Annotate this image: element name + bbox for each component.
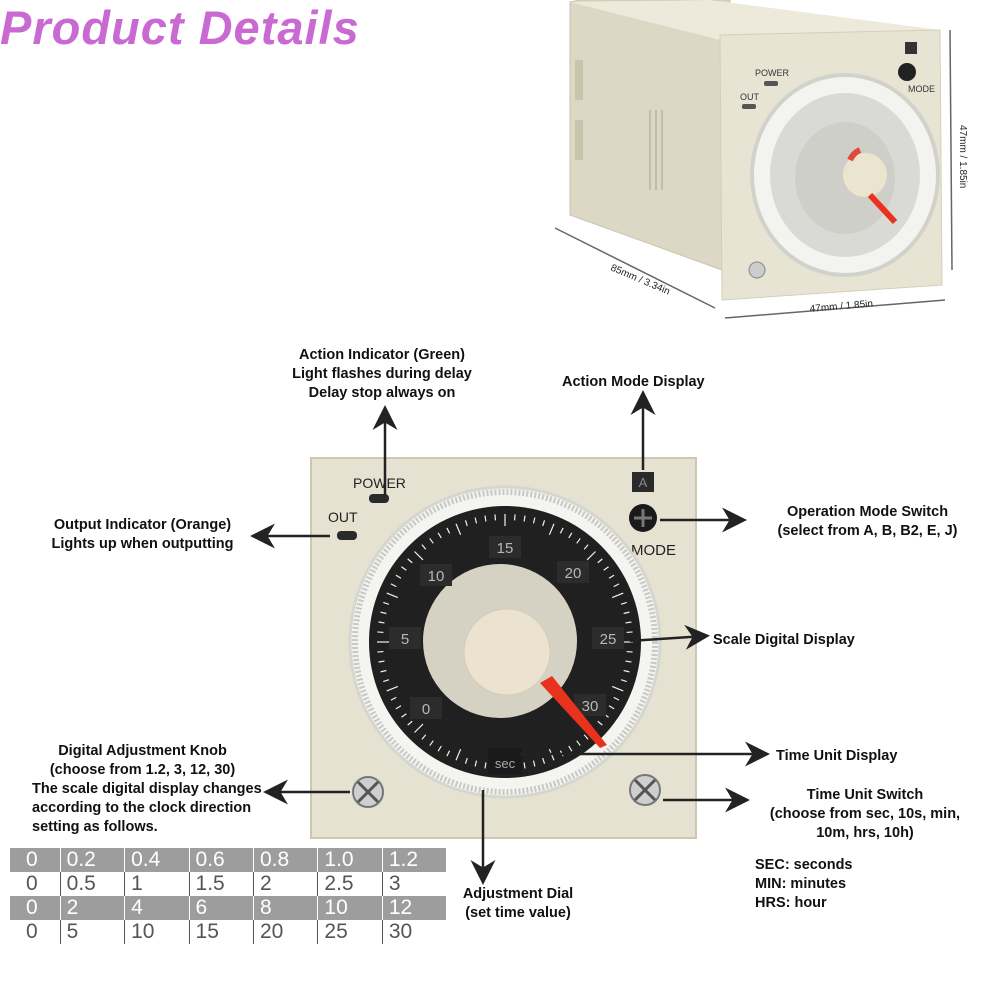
time-unit-display-label: Time Unit Display (776, 748, 898, 764)
table-cell: 25 (317, 920, 383, 944)
table-cell: 12 (381, 896, 446, 920)
table-cell: 2 (252, 872, 318, 896)
dial-number: 20 (565, 565, 582, 582)
dial-number: 5 (401, 631, 409, 648)
svg-text:MODE: MODE (908, 84, 935, 94)
table-cell: 1.2 (381, 848, 446, 872)
time-unit-value: sec (495, 756, 516, 771)
svg-text:OUT: OUT (740, 92, 760, 102)
table-cell: 15 (188, 920, 254, 944)
pointer (540, 676, 607, 748)
time-unit-switch-label: Time Unit Switch (choose from sec, 10s, … (769, 787, 961, 841)
table-cell: 6 (188, 896, 254, 920)
power-led (369, 494, 389, 503)
table-cell: 2.5 (317, 872, 383, 896)
table-cell: 0 (10, 896, 61, 920)
table-cell: 1.0 (317, 848, 383, 872)
action-indicator-label: Action Indicator (Green) Light flashes d… (292, 347, 472, 401)
table-cell: 0.2 (59, 848, 125, 872)
table-cell: 0.4 (124, 848, 190, 872)
dimension-height: 47mm / 1.85in (957, 125, 968, 188)
out-label: OUT (328, 509, 358, 525)
power-label: POWER (353, 475, 406, 491)
mode-label: MODE (631, 542, 676, 559)
table-cell: 5 (59, 920, 125, 944)
table-cell: 10 (124, 920, 190, 944)
dial-number: 15 (497, 540, 514, 557)
action-mode-display (632, 472, 654, 492)
table-cell: 0 (10, 872, 61, 896)
page-title: Product Details (0, 1, 360, 54)
table-cell: 3 (381, 872, 446, 896)
arrow-scale-display (629, 624, 710, 650)
adjustment-dial-label: Adjustment Dial (set time value) (462, 886, 574, 921)
table-cell: 2 (59, 896, 125, 920)
svg-text:POWER: POWER (755, 68, 790, 78)
table-cell: 0 (10, 920, 61, 944)
adjustment-knob (463, 608, 551, 696)
operation-mode-label: Operation Mode Switch (select from A, B,… (777, 504, 958, 539)
table-cell: 4 (124, 896, 190, 920)
table-cell: 1.5 (188, 872, 254, 896)
table-cell: 10 (317, 896, 383, 920)
table-cell: 20 (252, 920, 318, 944)
out-led (337, 531, 357, 540)
action-mode-label: Action Mode Display (562, 374, 705, 390)
right-screw (629, 774, 661, 806)
product-photo: POWER OUT MODE 85mm / 3.34in 47mm / 1.85… (554, 0, 968, 319)
dial-number: 10 (428, 568, 445, 585)
dial-number: 0 (422, 701, 430, 718)
scale-display-label: Scale Digital Display (713, 632, 855, 648)
table-cell: 30 (381, 920, 446, 944)
left-screw (352, 776, 384, 808)
table-cell: 0 (10, 848, 61, 872)
digital-knob-label: Digital Adjustment Knob (choose from 1.2… (32, 743, 262, 835)
output-indicator-label: Output Indicator (Orange) Lights up when… (51, 517, 234, 552)
time-unit-window (488, 748, 522, 774)
dial-number: 25 (600, 631, 617, 648)
table-cell: 8 (252, 896, 318, 920)
table-cell: 0.5 (59, 872, 125, 896)
table-cell: 0.6 (188, 848, 254, 872)
units-legend: SEC: seconds MIN: minutes HRS: hour (755, 857, 853, 911)
dial-number: 30 (582, 698, 599, 715)
table-cell: 0.8 (252, 848, 318, 872)
table-cell: 1 (124, 872, 190, 896)
action-mode-value: A (639, 475, 648, 490)
